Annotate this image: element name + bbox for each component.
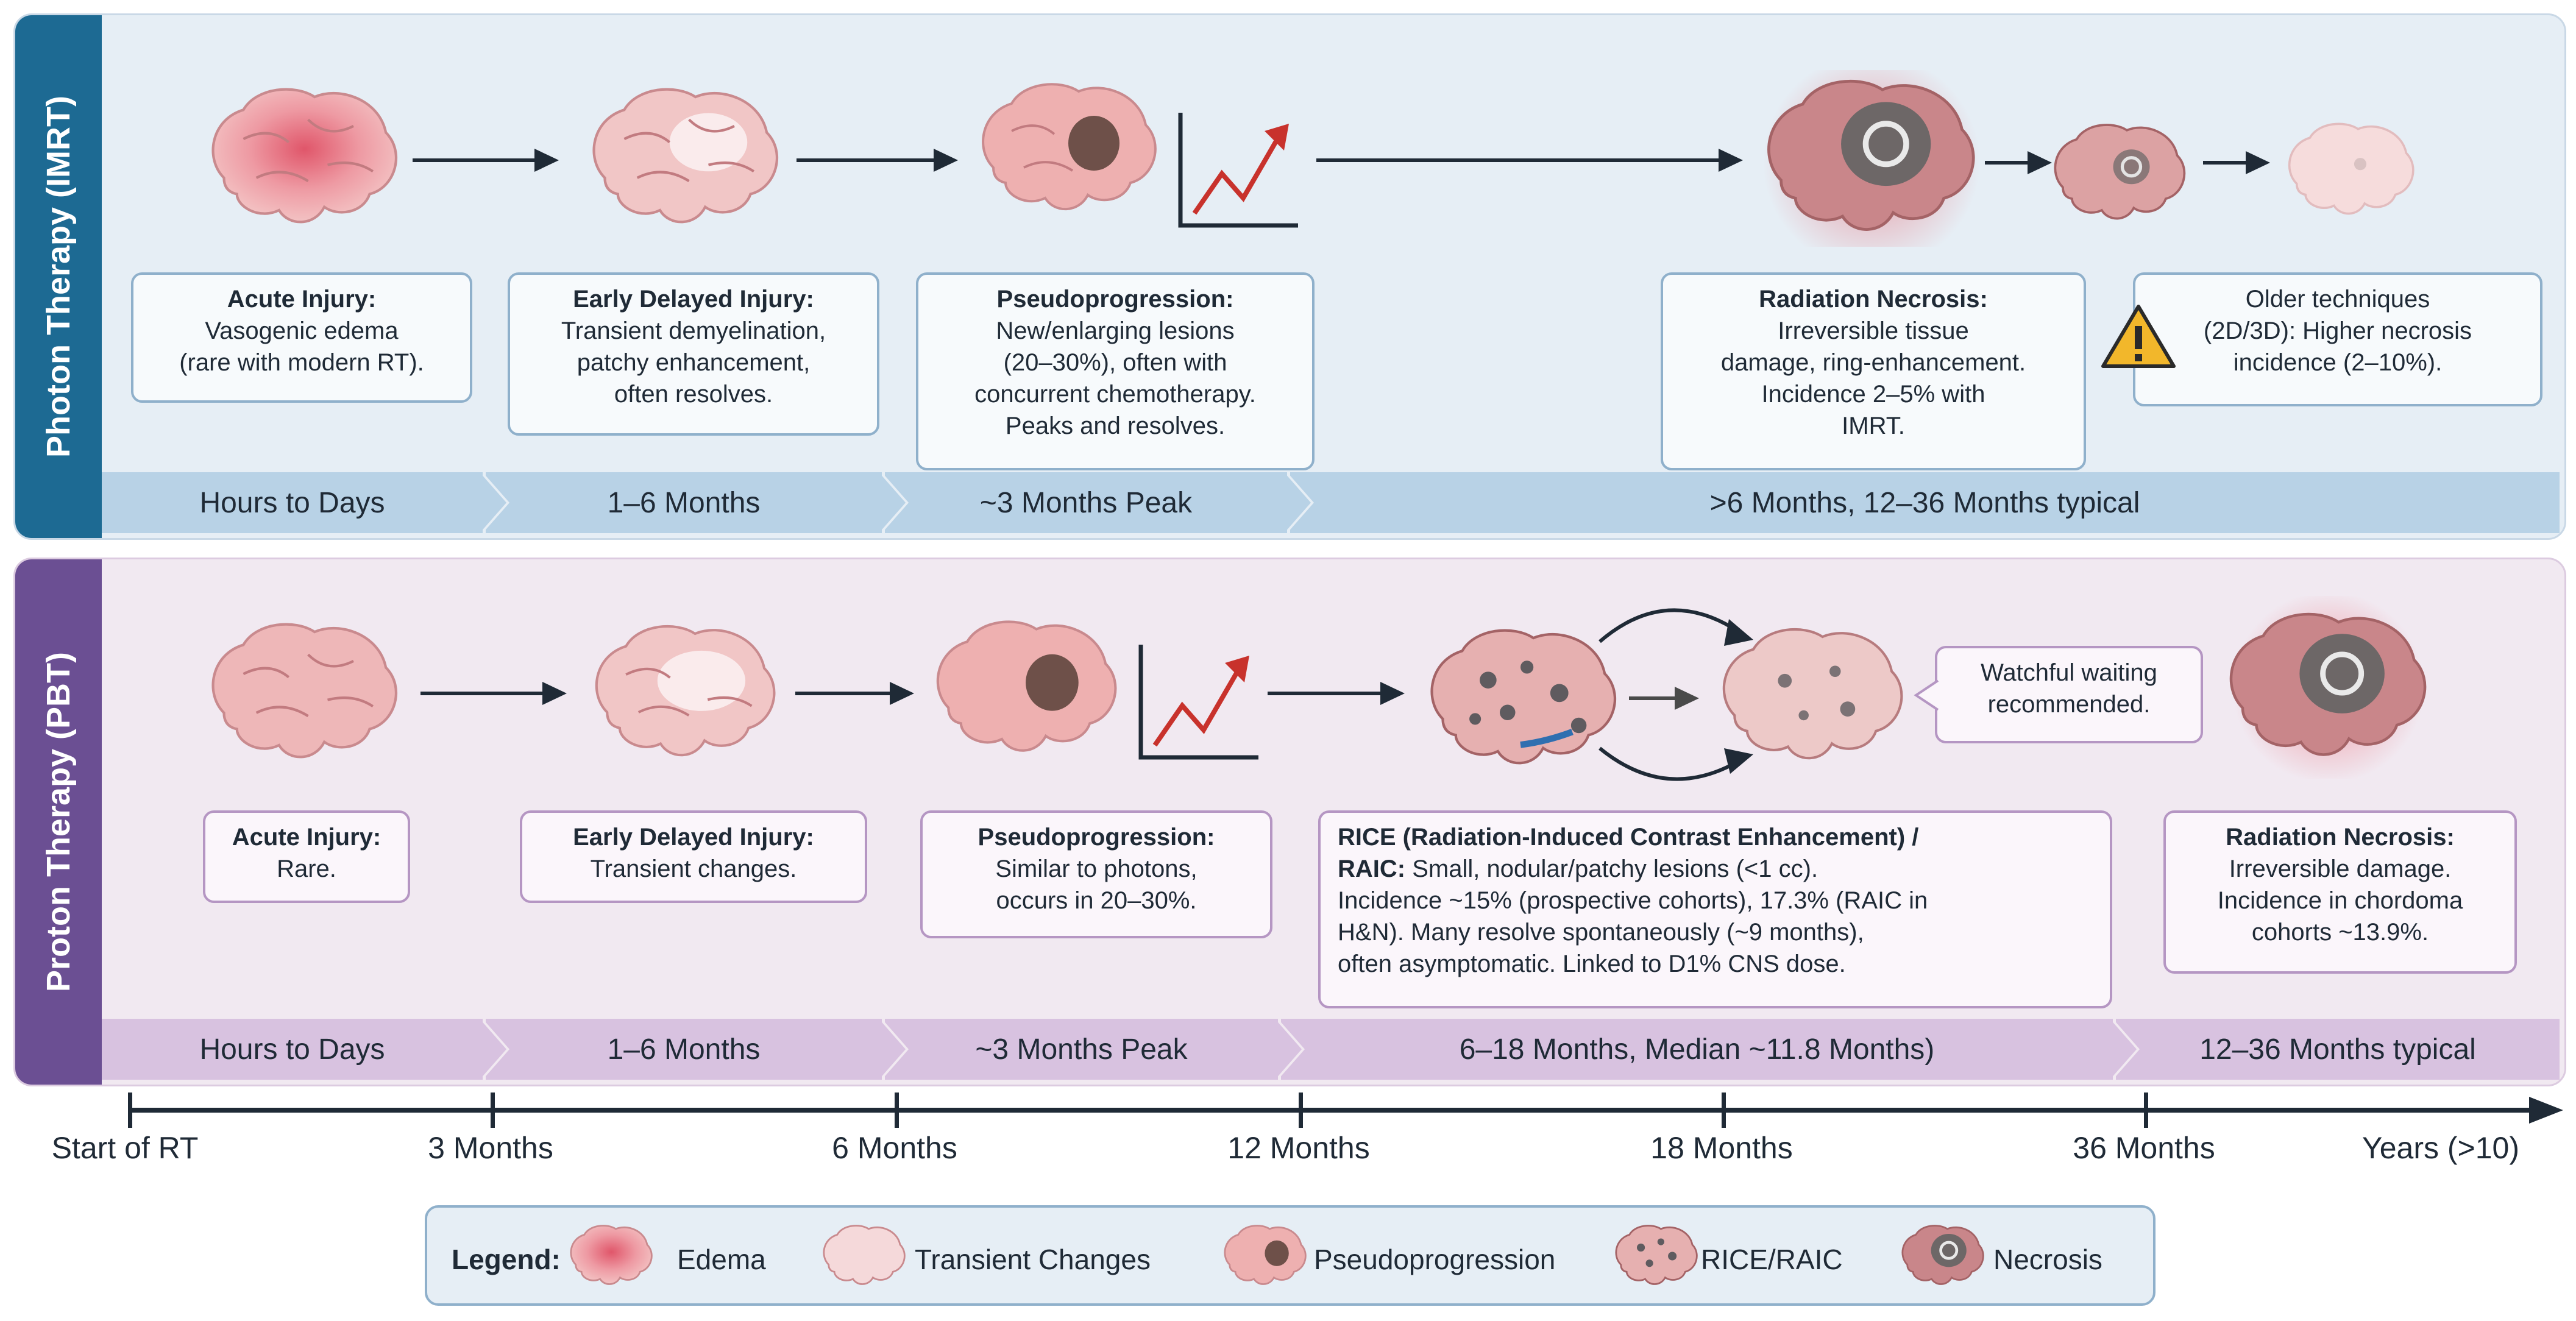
faded-brain-icon bbox=[2279, 116, 2419, 225]
watchful-waiting-callout: Watchful waiting recommended. bbox=[1935, 646, 2203, 743]
transient-brain-icon bbox=[582, 617, 783, 770]
warning-icon bbox=[2101, 305, 2176, 368]
proton-panel: Proton Therapy (PBT) bbox=[13, 558, 2566, 1086]
pseudoprogression-legend-icon bbox=[1218, 1221, 1310, 1291]
transient-brain-icon bbox=[579, 79, 786, 238]
legend-title: Legend: bbox=[452, 1244, 561, 1275]
photon-side-label: Photon Therapy (IMRT) bbox=[15, 15, 102, 538]
callout-pointer bbox=[1914, 679, 1939, 711]
proton-pseudoprogression-box: Pseudoprogression: Similar to photons, o… bbox=[920, 810, 1272, 938]
band-segment: 1–6 Months bbox=[486, 1019, 882, 1080]
legend-label: Pseudoprogression bbox=[1314, 1244, 1556, 1275]
band-chevron bbox=[480, 472, 506, 533]
axis-label: 36 Months bbox=[2073, 1131, 2215, 1165]
proton-acute-box: Acute Injury: Rare. bbox=[203, 810, 410, 903]
time-axis-arrowhead bbox=[2529, 1097, 2563, 1124]
proton-time-band: Hours to Days 1–6 Months ~3 Months Peak … bbox=[102, 1019, 2564, 1080]
trend-chart-icon bbox=[1138, 645, 1258, 760]
band-segment: >6 Months, 12–36 Months typical bbox=[1290, 472, 2560, 533]
photon-panel: Photon Therapy (IMRT) bbox=[13, 13, 2566, 540]
curved-arrow-icon bbox=[1598, 608, 1753, 646]
band-segment: ~3 Months Peak bbox=[885, 1019, 1278, 1080]
necrosis-brain-icon bbox=[2215, 596, 2435, 779]
band-segment: 1–6 Months bbox=[486, 472, 882, 533]
rice-legend-icon bbox=[1609, 1221, 1701, 1291]
axis-label: 18 Months bbox=[1650, 1131, 1793, 1165]
proton-necrosis-box: Radiation Necrosis: Irreversible damage.… bbox=[2163, 810, 2517, 974]
curved-arrow-icon bbox=[1598, 746, 1753, 781]
axis-label: Start of RT bbox=[51, 1131, 199, 1165]
band-segment: ~3 Months Peak bbox=[885, 472, 1287, 533]
transient-legend-icon bbox=[817, 1221, 909, 1291]
proton-early-box: Early Delayed Injury: Transient changes. bbox=[520, 810, 867, 903]
photon-pseudoprogression-box: Pseudoprogression: New/enlarging lesions… bbox=[916, 272, 1315, 470]
pseudoprogression-brain-icon bbox=[923, 611, 1124, 767]
photon-early-box: Early Delayed Injury: Transient demyelin… bbox=[508, 272, 879, 436]
time-axis bbox=[128, 1108, 2541, 1113]
edema-legend-icon bbox=[564, 1221, 656, 1291]
rice-resolving-brain-icon bbox=[1709, 620, 1911, 773]
photon-necrosis-box: Radiation Necrosis: Irreversible tissue … bbox=[1661, 272, 2086, 470]
band-chevron bbox=[879, 472, 906, 533]
axis-label: 12 Months bbox=[1227, 1131, 1370, 1165]
rice-brain-icon bbox=[1417, 620, 1624, 779]
band-chevron bbox=[480, 1019, 506, 1080]
axis-tick bbox=[1722, 1093, 1726, 1128]
necrosis-brain-icon bbox=[1762, 70, 1981, 247]
axis-tick bbox=[895, 1093, 899, 1128]
legend-label: RICE/RAIC bbox=[1701, 1244, 1843, 1275]
axis-tick bbox=[491, 1093, 495, 1128]
axis-label: Years (>10) bbox=[2361, 1131, 2520, 1165]
necrosis-legend-icon bbox=[1896, 1221, 1987, 1291]
axis-tick bbox=[1299, 1093, 1303, 1128]
proton-side-label: Proton Therapy (PBT) bbox=[15, 559, 102, 1085]
legend-label: Edema bbox=[677, 1244, 766, 1275]
photon-acute-box: Acute Injury: Vasogenic edema (rare with… bbox=[131, 272, 472, 403]
photon-older-techniques-box: Older techniques (2D/3D): Higher necrosi… bbox=[2133, 272, 2542, 406]
band-segment: 6–18 Months, Median ~11.8 Months) bbox=[1281, 1019, 2113, 1080]
brain-icon bbox=[198, 614, 405, 773]
legend-label: Transient Changes bbox=[915, 1244, 1151, 1275]
band-chevron bbox=[1275, 1019, 1302, 1080]
proton-rice-box: RICE (Radiation-Induced Contrast Enhance… bbox=[1318, 810, 2112, 1008]
axis-tick bbox=[2144, 1093, 2148, 1128]
edema-brain-icon bbox=[198, 79, 405, 238]
axis-tick bbox=[128, 1093, 132, 1128]
axis-label: 3 Months bbox=[428, 1131, 553, 1165]
legend-label: Necrosis bbox=[1993, 1244, 2102, 1275]
band-segment: Hours to Days bbox=[102, 472, 483, 533]
axis-label: 6 Months bbox=[832, 1131, 957, 1165]
band-chevron bbox=[2110, 1019, 2137, 1080]
pseudoprogression-brain-icon bbox=[969, 73, 1164, 225]
legend: Legend: Edema Transient Changes Pseudopr… bbox=[425, 1205, 2156, 1306]
band-chevron bbox=[1284, 472, 1311, 533]
photon-time-band: Hours to Days 1–6 Months ~3 Months Peak … bbox=[102, 472, 2564, 533]
necrosis-small-brain-icon bbox=[2045, 119, 2191, 228]
band-chevron bbox=[879, 1019, 906, 1080]
band-segment: 12–36 Months typical bbox=[2116, 1019, 2560, 1080]
trend-chart-icon bbox=[1178, 113, 1298, 228]
band-segment: Hours to Days bbox=[102, 1019, 483, 1080]
